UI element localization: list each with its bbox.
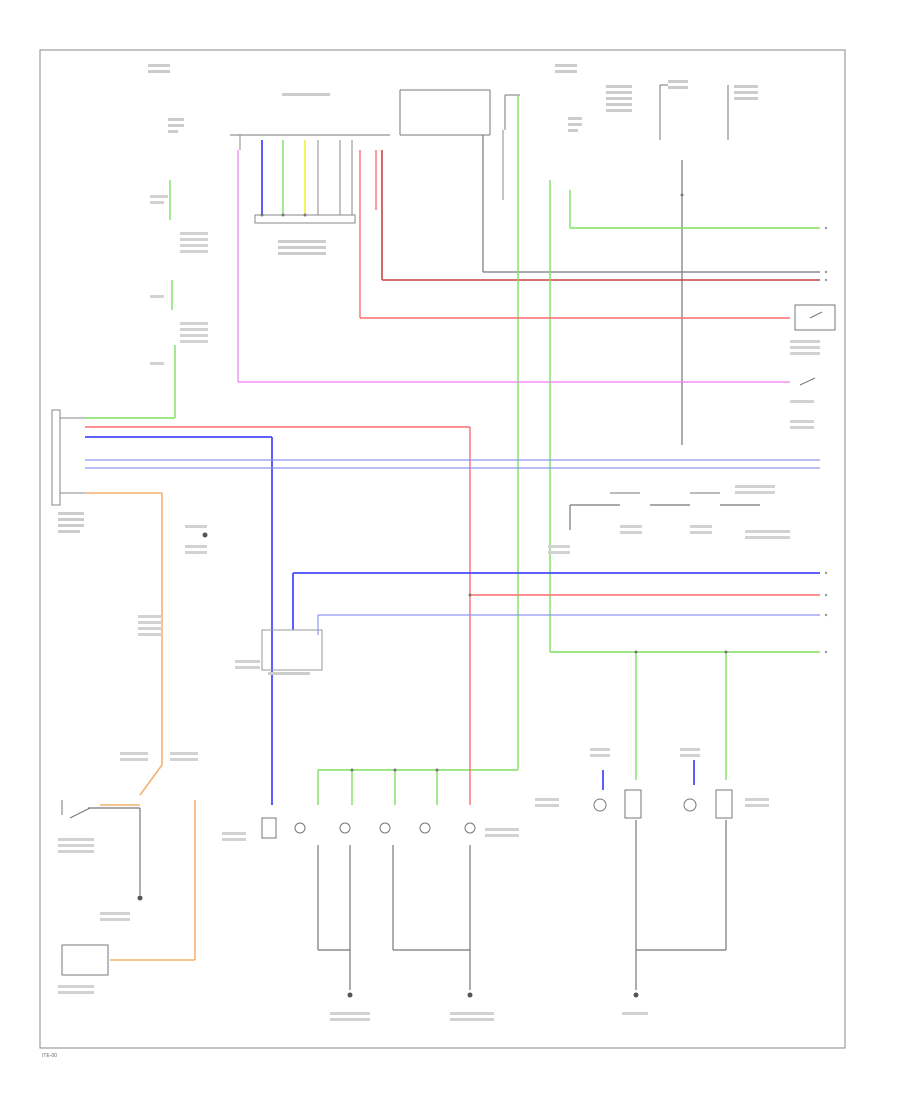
fuse-block-ticks (239, 130, 504, 215)
wire-green-group (85, 95, 820, 805)
right-terminals (824, 226, 828, 654)
ground-icon (137, 532, 639, 998)
wire-lightblue-group (85, 459, 820, 635)
diagram-frame (39, 49, 846, 1049)
top-label-blocks (148, 64, 758, 133)
wire-gray-group (88, 135, 820, 990)
junction-connector (254, 214, 356, 255)
relay-connector (261, 629, 323, 675)
door-switch-icon (61, 800, 109, 976)
left-connector (51, 409, 85, 533)
fuse-block (230, 84, 729, 140)
component-labels (58, 195, 820, 1021)
switch-icon (610, 304, 836, 494)
lamp-icon (261, 789, 733, 839)
wire-pink (237, 150, 790, 383)
wire-blue-group (85, 140, 820, 805)
footer-code: ITE-00 (42, 1053, 57, 1059)
wire-red-group (85, 150, 820, 805)
junction-dots (260, 193, 728, 772)
wire-darkred (381, 150, 820, 281)
